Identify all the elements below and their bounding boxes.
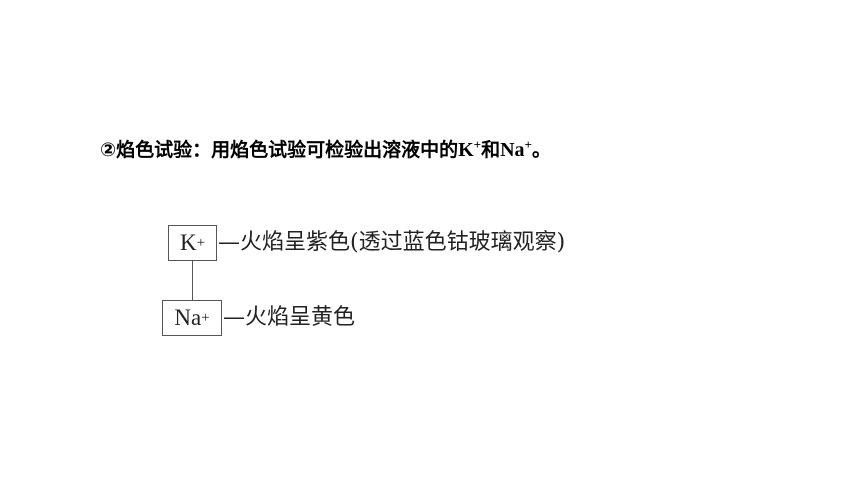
flame-test-heading: ②焰色试验：用焰色试验可检验出溶液中的K+和Na+。 [100, 136, 551, 164]
sodium-ion-box: Na+ [162, 300, 222, 336]
heading-text-conjunction: 和 [481, 139, 501, 161]
sodium-flame-description: —火焰呈黄色 [223, 305, 356, 330]
heading-ion-sodium: Na+ [500, 137, 532, 161]
sodium-ion-symbol: Na [174, 305, 202, 330]
heading-ion-potassium: K+ [458, 137, 482, 161]
connector-line [192, 261, 193, 300]
heading-ion-potassium-charge: + [473, 137, 482, 152]
potassium-flame-description: —火焰呈紫色(透过蓝色钴玻璃观察) [218, 230, 566, 255]
heading-text-prefix: ②焰色试验：用焰色试验可检验出溶液中的 [100, 139, 459, 161]
heading-text-suffix: 。 [531, 139, 551, 161]
heading-ion-sodium-symbol: Na [500, 139, 525, 161]
potassium-ion-box: K+ [168, 225, 217, 261]
heading-ion-potassium-symbol: K [458, 139, 474, 161]
heading-ion-sodium-charge: + [524, 137, 532, 152]
potassium-ion-symbol: K [179, 230, 197, 255]
